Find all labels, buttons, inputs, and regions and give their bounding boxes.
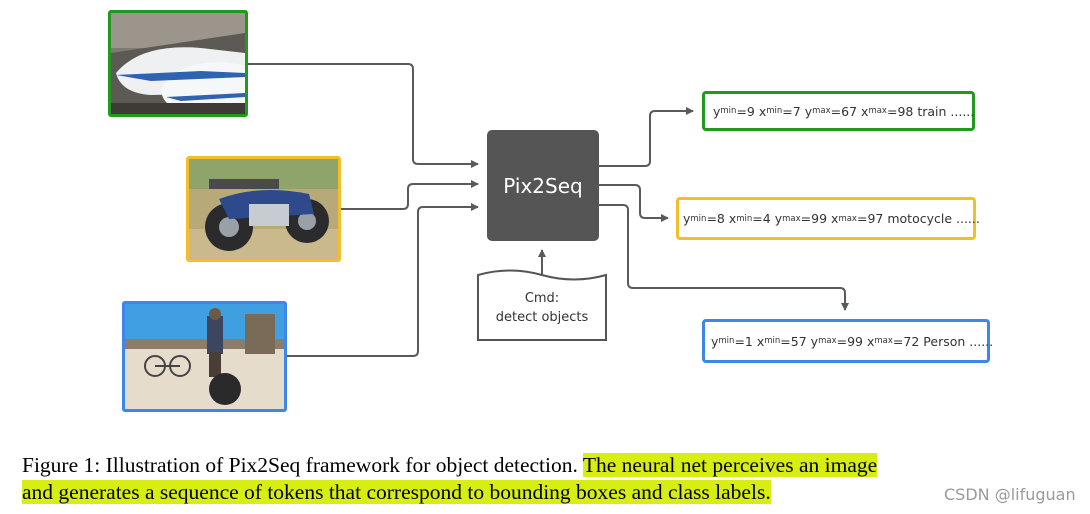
caption-highlight-2: and generates a sequence of tokens that …	[22, 480, 771, 504]
train-image	[111, 13, 245, 114]
person-image	[125, 304, 284, 409]
motorcycle-to-model-arrow	[341, 180, 479, 210]
motorcycle-image	[189, 159, 338, 259]
command-document: Cmd: detect objects	[478, 289, 606, 327]
train-output-label: train ......	[917, 103, 975, 119]
train-to-model-arrow	[248, 63, 479, 168]
watermark: CSDN @lifuguan	[944, 485, 1076, 504]
train-photo	[108, 10, 248, 117]
motorcycle-photo	[186, 156, 341, 262]
pix2seq-model-block: Pix2Seq	[487, 130, 599, 241]
command-document-shape	[477, 269, 607, 341]
person-photo	[122, 301, 287, 412]
person-output-label: Person ......	[923, 333, 994, 349]
model-label: Pix2Seq	[503, 174, 583, 198]
command-instruction: detect objects	[495, 310, 589, 325]
figure-caption: Figure 1: Illustration of Pix2Seq framew…	[22, 452, 1090, 506]
person-to-model-arrow	[287, 203, 479, 357]
caption-plain: Figure 1: Illustration of Pix2Seq framew…	[22, 453, 583, 477]
command-title: Cmd:	[524, 291, 560, 306]
caption-highlight-1: The neural net perceives an image	[582, 453, 878, 477]
motorcycle-output-label: motocycle ......	[887, 211, 980, 226]
model-to-motorcycle-output-arrow	[599, 184, 669, 222]
model-to-person-output-arrow	[599, 204, 849, 311]
model-to-train-output-arrow	[599, 107, 694, 167]
